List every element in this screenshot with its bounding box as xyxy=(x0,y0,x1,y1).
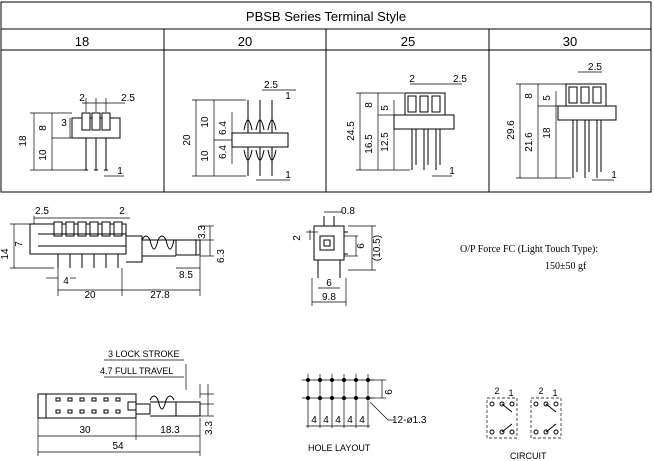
terminal-style-table: PBSB Series Terminal Style 18 20 25 30 xyxy=(0,1,652,193)
dim-20-10-top: 10 xyxy=(200,116,211,128)
dim-18-pitch-2: 2 xyxy=(79,93,85,104)
dim-side-6-3: 6.3 xyxy=(216,249,227,263)
dim-side-3-3: 3.3 xyxy=(197,225,208,239)
dim-end-0-8: 0.8 xyxy=(341,206,355,217)
column-header-18: 18 xyxy=(75,34,89,49)
dim-end-10-5: (10.5) xyxy=(372,235,383,261)
dim-end-2: 2 xyxy=(292,235,303,241)
dim-20-1-top: 1 xyxy=(285,91,291,102)
hole-layout-title: HOLE LAYOUT xyxy=(308,443,371,453)
lock-stroke-label: 3 LOCK STROKE xyxy=(108,349,180,359)
dim-30-2-5: 2.5 xyxy=(588,62,602,73)
hole-pitch-3: 4 xyxy=(335,415,341,426)
switch-end-view: 0.8 2 6 (10.5) 6 9.8 xyxy=(292,206,383,306)
dim-20-1-bottom: 1 xyxy=(285,170,291,181)
terminal-drawing-20: 2.5 1 10 6.4 20 6.4 10 1 xyxy=(182,80,296,181)
dim-18-3: 3 xyxy=(61,118,67,129)
dim-end-6-vertical: 6 xyxy=(356,243,367,249)
dim-side-8-5: 8.5 xyxy=(179,270,193,281)
dim-20-2-5: 2.5 xyxy=(264,80,278,91)
circuit-pin-2-a: 2 xyxy=(494,386,499,396)
circuit-title: CIRCUIT xyxy=(510,451,547,461)
column-header-30: 30 xyxy=(563,34,577,49)
dim-25-2-5: 2.5 xyxy=(453,74,467,85)
dim-30-1: 1 xyxy=(611,170,617,181)
terminal-drawing-30: 2.5 8 5 29.6 21.6 18 1 xyxy=(506,62,617,181)
dim-side-4: 4 xyxy=(63,276,69,287)
circuit-pin-2-b: 2 xyxy=(538,386,543,396)
dim-side-2: 2 xyxy=(119,206,125,217)
dim-bottom-3-3: 3.3 xyxy=(204,421,215,435)
dim-18-1: 1 xyxy=(117,166,123,177)
terminal-drawing-25: 2 2.5 8 5 24.5 16.5 12.5 1 xyxy=(346,74,467,177)
column-header-25: 25 xyxy=(401,34,415,49)
hole-callout: 12-ø1.3 xyxy=(392,415,427,426)
dim-25-12-5: 12.5 xyxy=(380,132,391,152)
table-title: PBSB Series Terminal Style xyxy=(246,9,406,24)
full-travel-label: 4.7 FULL TRAVEL xyxy=(100,366,173,376)
switch-side-view: 2.5 2 3.3 7 14 6.3 8.5 4 20 27.8 xyxy=(0,206,227,301)
dim-20-6-4-top: 6.4 xyxy=(218,121,229,135)
dim-side-14: 14 xyxy=(0,248,11,260)
dim-bottom-30: 30 xyxy=(79,425,91,436)
column-header-20: 20 xyxy=(238,34,252,49)
hole-pitch-4: 4 xyxy=(347,415,353,426)
dim-25-1: 1 xyxy=(449,166,455,177)
dim-20-20: 20 xyxy=(182,134,193,146)
dim-25-5: 5 xyxy=(380,105,391,111)
dim-25-8: 8 xyxy=(364,102,375,108)
hole-pitch-5: 4 xyxy=(359,415,365,426)
op-force-label: O/P Force FC (Light Touch Type): xyxy=(460,244,598,255)
hole-row-spacing: 6 xyxy=(384,389,395,395)
dim-20-6-4-bottom: 6.4 xyxy=(218,145,229,159)
dim-18-pitch-2-5: 2.5 xyxy=(121,93,135,104)
circuit-pin-1-a: 1 xyxy=(508,388,513,398)
dim-20-10-bottom: 10 xyxy=(200,150,211,162)
circuit-diagram: 2 1 2 1 CIRCUIT xyxy=(486,386,562,461)
dim-25-24-5: 24.5 xyxy=(346,121,357,141)
dim-30-8: 8 xyxy=(524,93,535,99)
dim-side-20: 20 xyxy=(84,290,96,301)
dim-side-27-8: 27.8 xyxy=(150,290,170,301)
dim-end-9-8: 9.8 xyxy=(322,292,336,303)
hole-layout: 4 4 4 4 4 6 12-ø1.3 HOLE LAYOUT xyxy=(302,374,427,453)
dim-30-21-6: 21.6 xyxy=(524,132,535,152)
operating-force-note: O/P Force FC (Light Touch Type): 150±50 … xyxy=(460,244,598,272)
dim-end-6-horizontal: 6 xyxy=(326,278,332,289)
circuit-pin-1-b: 1 xyxy=(552,388,557,398)
hole-pitch-2: 4 xyxy=(323,415,329,426)
dim-30-5: 5 xyxy=(542,95,553,101)
dim-bottom-54: 54 xyxy=(112,441,124,452)
dim-side-2-5: 2.5 xyxy=(35,206,49,217)
switch-bottom-view: 3 LOCK STROKE 4.7 FULL TRAVEL 30 18.3 54… xyxy=(37,349,215,456)
dim-18-18: 18 xyxy=(18,135,29,147)
dim-25-16-5: 16.5 xyxy=(364,134,375,154)
dim-18-8: 8 xyxy=(38,125,49,131)
op-force-value: 150±50 gf xyxy=(545,261,587,272)
dim-bottom-18-3: 18.3 xyxy=(160,425,180,436)
dim-30-18: 18 xyxy=(542,127,553,139)
dim-18-10: 10 xyxy=(38,149,49,161)
hole-pitch-1: 4 xyxy=(311,415,317,426)
dim-side-7: 7 xyxy=(14,241,25,247)
dim-25-2: 2 xyxy=(409,74,415,85)
dim-30-29-6: 29.6 xyxy=(506,120,517,140)
terminal-drawing-18: 2 2.5 3 8 18 10 1 xyxy=(18,93,135,177)
